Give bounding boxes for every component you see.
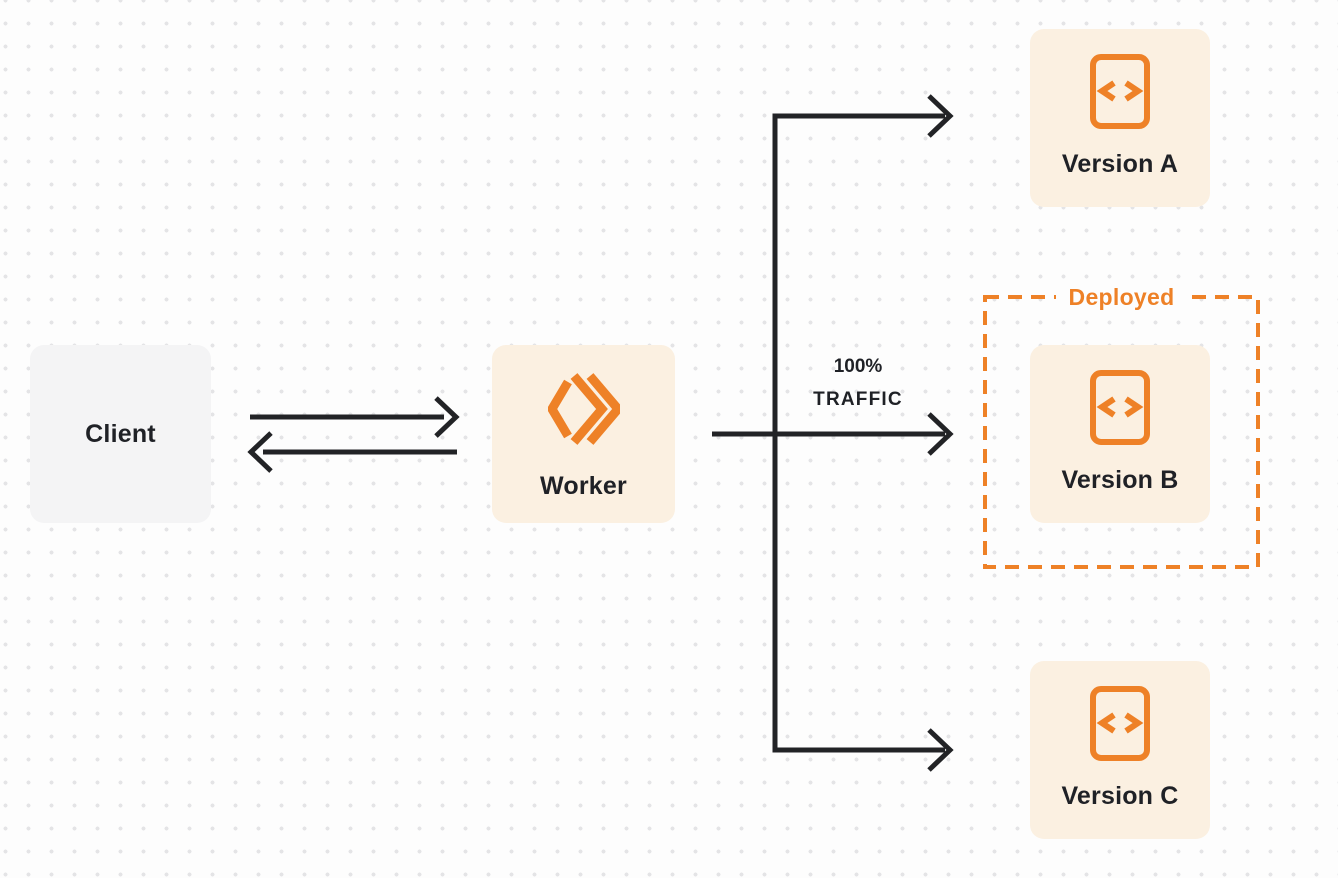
code-file-icon (1090, 370, 1150, 445)
worker-label: Worker (540, 472, 627, 500)
arrow-version-a-head (927, 94, 954, 138)
code-file-icon (1090, 686, 1150, 761)
traffic-word-text: TRAFFIC (813, 389, 903, 410)
version-c-label: Version C (1061, 782, 1179, 810)
deployed-badge-text: Deployed (1055, 283, 1188, 311)
version-a-node: Version A (1030, 29, 1210, 207)
version-a-label: Version A (1061, 150, 1179, 178)
arrow-worker-to-client-head (247, 431, 273, 473)
branch-trunk-line (772, 113, 945, 753)
code-file-icon (1090, 54, 1150, 129)
traffic-percent-text: 100% (833, 356, 883, 377)
version-b-label: Version B (1061, 466, 1179, 494)
version-c-node: Version C (1030, 661, 1210, 839)
arrow-version-b-head (927, 412, 954, 456)
arrow-client-to-worker-head (434, 396, 460, 438)
version-b-node: Version B (1030, 345, 1210, 523)
client-node: Client (30, 345, 211, 523)
worker-node: Worker (492, 345, 675, 523)
client-label: Client (85, 419, 156, 448)
arrow-version-c-head (927, 728, 954, 772)
traffic-annotation: 100% TRAFFIC (777, 350, 939, 416)
worker-double-chevron-icon (547, 373, 620, 445)
deployed-badge: Deployed (985, 283, 1258, 325)
